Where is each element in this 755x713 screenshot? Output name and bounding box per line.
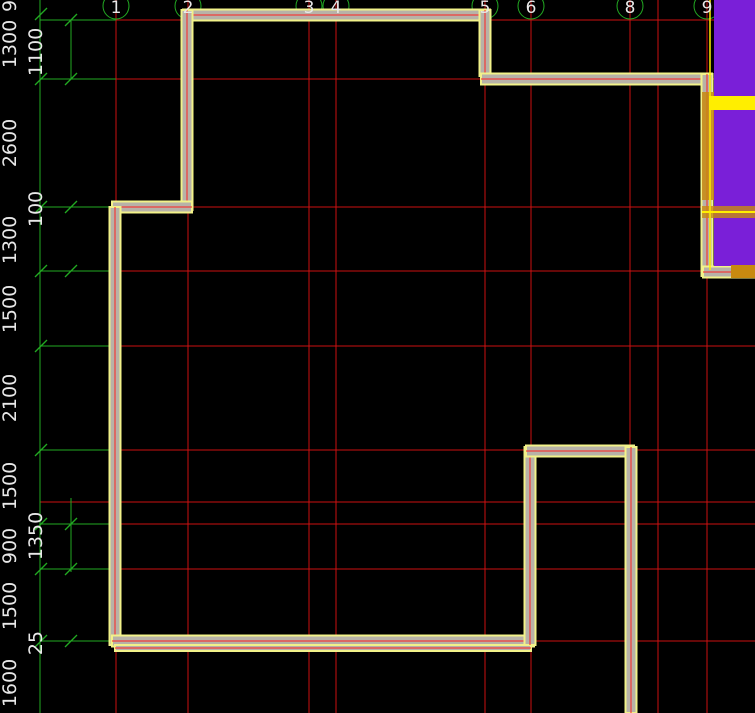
dimension-tick xyxy=(34,339,48,353)
dim-label-outer-6: 1500 xyxy=(0,462,21,510)
dim-label-outer-0: 9 xyxy=(0,0,21,12)
dimension-tick xyxy=(34,562,48,576)
dimension-lines xyxy=(34,0,721,713)
dimension-tick xyxy=(64,72,78,86)
dim-label-inner-3: 25 xyxy=(25,631,47,655)
dimension-tick xyxy=(34,443,48,457)
dim-label-outer-5: 2100 xyxy=(0,374,21,422)
dimension-tick xyxy=(64,200,78,214)
yellow-door-mark xyxy=(709,96,755,110)
dimension-tick xyxy=(34,264,48,278)
dimension-tick xyxy=(34,72,48,86)
dimension-tick xyxy=(64,13,78,27)
adjacent-room-fill xyxy=(702,0,755,278)
axis-bubble xyxy=(616,0,644,20)
axis-label-5: 5 xyxy=(480,0,491,18)
axis-label-9: 9 xyxy=(702,0,713,18)
dimension-tick xyxy=(64,634,78,648)
purple-room-fill xyxy=(714,0,755,266)
axis-label-4: 4 xyxy=(331,0,342,18)
dimension-tick xyxy=(34,517,48,531)
orange-corner-block xyxy=(731,265,755,278)
dimension-tick xyxy=(34,7,48,21)
dimension-tick xyxy=(34,634,48,648)
axis-bubble xyxy=(102,0,130,20)
dim-label-outer-2: 2600 xyxy=(0,119,21,167)
dimension-tick xyxy=(64,517,78,531)
dim-label-outer-7: 900 xyxy=(0,528,21,564)
dim-label-outer-8: 1500 xyxy=(0,582,21,630)
dimension-tick xyxy=(64,562,78,576)
dimension-tick xyxy=(34,200,48,214)
axis-bubble xyxy=(517,0,545,20)
axis-label-3: 3 xyxy=(304,0,315,18)
dim-label-outer-3: 1300 xyxy=(0,216,21,264)
axis-label-2: 2 xyxy=(183,0,194,18)
axis-label-6: 6 xyxy=(526,0,537,18)
dimension-text-group: 9 1300 2600 1300 1500 2100 1500 900 1500… xyxy=(0,0,47,707)
wall-layer xyxy=(108,8,755,713)
dim-label-outer-9: 1600 xyxy=(0,659,21,707)
axis-label-8: 8 xyxy=(625,0,636,18)
dimension-tick xyxy=(64,264,78,278)
orange-wall-band xyxy=(702,92,714,200)
dim-label-inner-2: 1350 xyxy=(25,512,47,560)
axis-bubbles: 1 2 3 4 5 6 8 9 xyxy=(111,0,713,18)
dim-label-inner-0: 1100 xyxy=(25,28,47,76)
dim-label-outer-4: 1500 xyxy=(0,285,21,333)
axis-label-1: 1 xyxy=(111,0,122,18)
dim-label-outer-1: 1300 xyxy=(0,20,21,68)
dim-label-inner-1: 100 xyxy=(25,191,47,227)
